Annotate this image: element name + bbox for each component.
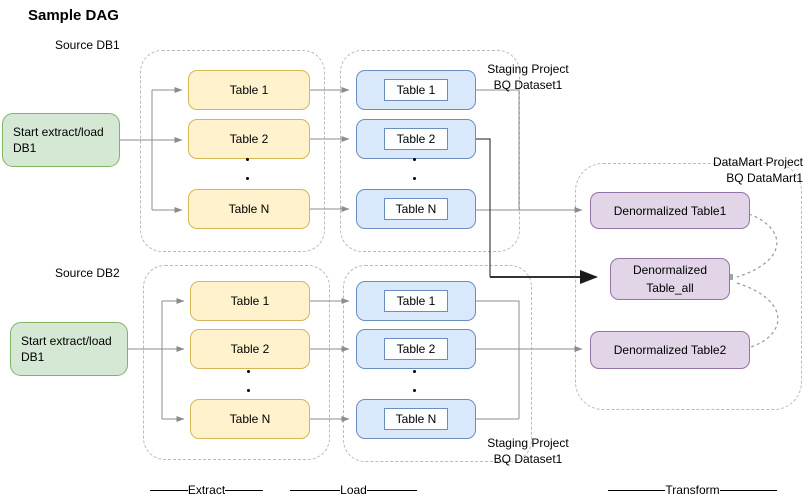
phase-load-label: Load (340, 483, 367, 497)
container-extract-db2 (143, 265, 330, 460)
phase-extract: Extract (150, 483, 263, 497)
phase-transform: Transform (608, 483, 778, 497)
staging-label-db1: Staging Project BQ Dataset1 (483, 61, 573, 93)
phase-transform-line-left (608, 489, 666, 491)
extract-node-db2-table2: Table 2 (190, 329, 310, 369)
staging-label-db1-line2: BQ Dataset1 (493, 78, 563, 93)
phase-extract-label: Extract (187, 483, 226, 497)
staging-label-db1-line1: Staging Project (487, 62, 569, 76)
ellipsis-dots-extract-db2 (247, 370, 250, 392)
load-node-db1-table1: Table 1 (356, 70, 476, 110)
container-extract-db1 (140, 50, 325, 252)
load-node-db1-table2-inner: Table 2 (384, 128, 448, 150)
start-node-db1-line2: DB1 (13, 141, 37, 155)
phase-transform-line-right (719, 489, 778, 491)
staging-label-db2: Staging Project BQ Dataset1 (483, 435, 573, 467)
datamart-label: DataMart Project BQ DataMart1 (655, 154, 803, 186)
load-node-db1-tableN-inner: Table N (384, 198, 448, 220)
staging-label-db2-line2: BQ Dataset1 (493, 452, 563, 467)
staging-label-db2-line1: Staging Project (487, 436, 569, 450)
phase-load-line-left (290, 489, 341, 491)
load-node-db1-table1-inner: Table 1 (384, 79, 448, 101)
extract-node-db2-table1: Table 1 (190, 281, 310, 321)
extract-node-db1-tableN: Table N (188, 189, 310, 229)
phase-extract-line-left (150, 489, 188, 491)
load-node-db2-table2: Table 2 (356, 329, 476, 369)
load-node-db2-tableN-inner: Table N (384, 408, 448, 430)
load-node-db2-tableN: Table N (356, 399, 476, 439)
extract-node-db1-table2: Table 2 (188, 119, 310, 159)
container-staging-db2 (343, 265, 532, 462)
diagram-title: Sample DAG (28, 7, 119, 24)
ellipsis-dots-load-db2 (413, 370, 416, 392)
node-denormalized-table1: Denormalized Table1 (590, 192, 750, 229)
load-node-db2-table1-inner: Table 1 (384, 290, 448, 312)
source-db1-label: Source DB1 (55, 38, 120, 52)
datamart-label-line2: BQ DataMart1 (726, 171, 803, 186)
extract-node-db1-table1: Table 1 (188, 70, 310, 110)
load-node-db2-table1: Table 1 (356, 281, 476, 321)
node-denormalized-table-all: Denormalized Table_all (610, 258, 730, 300)
phase-load: Load (290, 483, 418, 497)
datamart-label-line1: DataMart Project (712, 155, 803, 169)
extract-node-db2-tableN: Table N (190, 399, 310, 439)
ellipsis-dots-load-db1 (413, 158, 416, 180)
phase-load-line-right (366, 489, 418, 491)
node-denormalized-table-all-line1: Denormalized (632, 263, 708, 277)
ellipsis-dots-extract-db1 (246, 158, 249, 180)
load-node-db1-table2: Table 2 (356, 119, 476, 159)
start-node-db2-line2: DB1 (21, 350, 45, 364)
start-node-db2: Start extract/load DB1 (10, 322, 128, 376)
container-datamart (575, 163, 802, 410)
container-staging-db1 (340, 50, 520, 252)
phase-transform-label: Transform (665, 483, 720, 497)
start-node-db2-line1: Start extract/load (21, 333, 112, 348)
load-node-db1-tableN: Table N (356, 189, 476, 229)
load-node-db2-table2-inner: Table 2 (384, 338, 448, 360)
node-denormalized-table-all-line2: Table_all (646, 281, 694, 295)
phase-extract-line-right (225, 489, 263, 491)
node-denormalized-table2: Denormalized Table2 (590, 331, 750, 369)
source-db2-label: Source DB2 (55, 266, 120, 280)
start-node-db1-line1: Start extract/load (13, 124, 104, 139)
start-node-db1: Start extract/load DB1 (2, 113, 120, 167)
